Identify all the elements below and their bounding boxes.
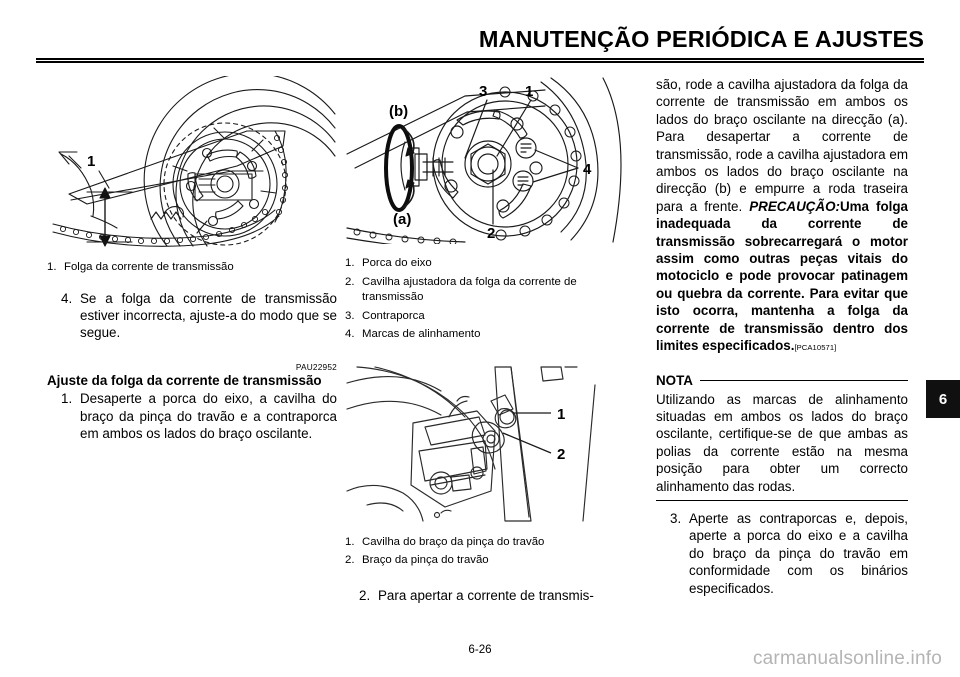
caption-number: 1. [345, 535, 355, 548]
caption-number: 3. [345, 309, 355, 322]
caption-item: 1. Porca do eixo [345, 256, 635, 272]
chapter-tab: 6 [926, 380, 960, 418]
step-text: Para apertar a corrente de transmis- [378, 587, 594, 603]
caption-number: 4. [345, 328, 355, 340]
page-title: MANUTENÇÃO PERIÓDICA E AJUSTES [478, 26, 924, 52]
pca-reference-code: [PCA10571] [794, 343, 837, 353]
step-number: 3. [670, 510, 682, 526]
paragraph-plain-text: são, rode a cavilha ajustadora da folga … [656, 77, 908, 214]
middle-continued-step: 2. Para apertar a corrente de transmis- [345, 587, 635, 604]
pau-reference-code: PAU22952 [295, 361, 337, 372]
caption-text: Braço da pinça do travão [362, 554, 489, 566]
axle-adjuster-detail-diagram: 3 1 2 4 (b) (a) [345, 76, 635, 244]
step-text: Desaperte a porca do eixo, a cavilha do … [80, 391, 337, 442]
step-item: 4. Se a folga da corrente de transmissão… [61, 290, 337, 342]
brake-caliper-bracket-photo: 1 2 [345, 364, 635, 523]
figure-label-b: (b) [389, 103, 408, 120]
caption-text: Cavilha do braço da pinça do travão [362, 535, 545, 548]
right-final-step-list: 3. Aperte as contraporcas e, depois, ape… [656, 510, 908, 597]
caption-text: Folga da corrente de transmissão [64, 261, 234, 273]
section-heading: Ajuste da folga da corrente de transmiss… [47, 372, 322, 388]
caption-text: Marcas de alinhamento [362, 328, 481, 340]
figure-label-1: 1 [557, 406, 565, 423]
nota-heading: NOTA [656, 373, 908, 388]
figure-label-4: 4 [583, 161, 592, 178]
middle-top-figure-caption: 1. Porca do eixo 2. Cavilha ajustadora d… [345, 256, 635, 343]
step-text: Aperte as contraporcas e, depois, aperte… [689, 510, 908, 596]
nota-rule [699, 379, 908, 381]
page-number: 6-26 [468, 643, 492, 656]
step-item: 3. Aperte as contraporcas e, depois, ape… [670, 510, 908, 597]
step-item: 1. Desaperte a porca do eixo, a cavilha … [61, 390, 337, 442]
caution-paragraph: são, rode a cavilha ajustadora da folga … [656, 76, 908, 357]
step-number: 1. [61, 391, 73, 407]
caption-text: Porca do eixo [362, 257, 432, 269]
caption-item: 1. Cavilha do braço da pinça do travão [345, 535, 635, 551]
figure-label-3: 3 [479, 83, 487, 100]
nota-text: Utilizando as marcas de alinhamento situ… [656, 391, 908, 494]
figure-label-1: 1 [525, 83, 533, 100]
right-column: são, rode a cavilha ajustadora da folga … [656, 76, 908, 599]
caption-number: 1. [345, 257, 355, 269]
figure-label-2: 2 [487, 225, 495, 242]
caption-text: Cavilha ajustadora da folga da corrente … [362, 275, 577, 304]
nota-bottom-divider [656, 499, 908, 501]
section-step-list: 1. Desaperte a porca do eixo, a cavilha … [47, 390, 337, 442]
caution-body-text: Uma folga inadequada da corrente de tran… [656, 198, 908, 354]
figure-label-2: 2 [557, 446, 565, 463]
caption-item: 2. Cavilha ajustadora da folga da corren… [345, 275, 635, 306]
nota-label: NOTA [656, 372, 693, 388]
caution-label: PRECAUÇÃO: [749, 198, 840, 214]
step-text: Se a folga da corrente de transmissão es… [80, 290, 337, 341]
rear-wheel-chain-slack-diagram: 1 [47, 76, 337, 248]
step-number: 4. [61, 290, 73, 306]
left-step-list: 4. Se a folga da corrente de transmissão… [47, 290, 337, 342]
caption-text: Contraporca [362, 309, 425, 322]
step-item: 2. Para apertar a corrente de transmis- [359, 587, 635, 604]
caption-item: 1. Folga da corrente de transmissão [47, 260, 337, 276]
middle-bottom-figure-caption: 1. Cavilha do braço da pinça do travão 2… [345, 535, 635, 569]
caption-number: 2. [345, 554, 355, 566]
caption-number: 1. [47, 261, 57, 273]
left-column: 1 1. Folga da corrente de transmissão 4.… [47, 76, 337, 444]
header-divider [36, 58, 924, 63]
caption-item: 3. Contraporca [345, 309, 635, 325]
step-number: 2. [359, 587, 371, 603]
caption-item: 4. Marcas de alinhamento [345, 327, 635, 343]
figure-label-1: 1 [87, 153, 95, 170]
figure-label-a: (a) [393, 211, 411, 228]
caption-number: 2. [345, 275, 355, 288]
middle-column: 3 1 2 4 (b) (a) 1. Porca do eixo 2. Cavi… [345, 76, 635, 606]
watermark: carmanualsonline.info [752, 648, 942, 669]
caption-item: 2. Braço da pinça do travão [345, 553, 635, 569]
left-figure-caption: 1. Folga da corrente de transmissão [47, 260, 337, 276]
